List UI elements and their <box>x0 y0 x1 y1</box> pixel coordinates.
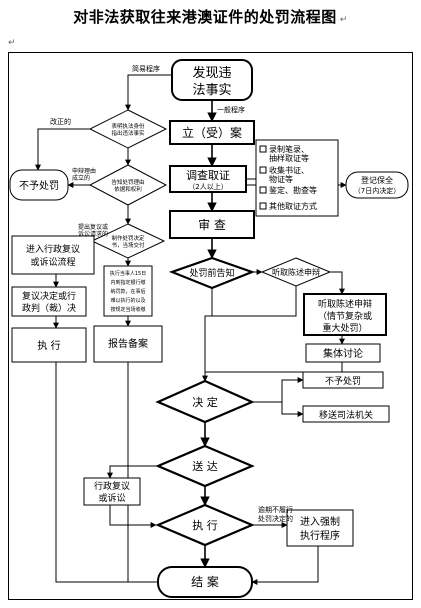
node-group-discussion-line: 集体讨论 <box>323 347 363 360</box>
evidence-method-label: 录制笔录、 <box>269 144 309 154</box>
label-raise-review: 提出复议或 <box>78 223 108 231</box>
node-decide: 决 定 <box>155 379 255 424</box>
node-on-site-pay-line: 执行当事人15日 <box>110 270 146 277</box>
node-register-line: 立（受）案 <box>182 125 242 140</box>
node-tell-rights-line: 告知处罚理由 <box>111 178 144 186</box>
label-defense-valid: 成立的 <box>72 174 90 182</box>
edge-labels: 简易程序 一般程序 改正的 申辩理由 成立的 提出复议或 诉讼请求的 逾期不履行… <box>50 64 293 523</box>
node-investigate-line: 调查取证 <box>186 168 230 182</box>
paragraph-mark: ↵ <box>8 38 16 48</box>
node-register: 立（受）案 <box>169 120 255 145</box>
label-corrected: 改正的 <box>50 117 71 126</box>
node-discover-line: 法事实 <box>192 83 231 98</box>
evidence-method-label: 收集书证、 <box>269 165 309 175</box>
evidence-method-label: 抽样取证等 <box>269 153 309 163</box>
registration-note-line: 登记保全 <box>361 175 393 185</box>
node-review-result-line: 复议决定或行 <box>22 290 76 302</box>
node-admin-review-bottom-line: 或诉讼 <box>98 492 125 504</box>
node-investigate: 调查取证 （2人以上） <box>169 165 247 193</box>
node-pre-notice-line: 处罚前告知 <box>189 267 234 279</box>
node-hearing-line: 重大处罚） <box>322 322 367 334</box>
node-pre-notice: 处罚前告知 <box>168 256 256 290</box>
node-discover-line: 发现违 <box>192 65 231 81</box>
node-no-penalty-right: 不予处罚 <box>302 371 384 389</box>
evidence-method-label: 物证等 <box>269 174 293 184</box>
node-no-penalty-right-line: 不予处罚 <box>325 375 361 387</box>
node-on-site-pay-line: 难以执行的以及 <box>110 297 145 304</box>
node-end: 结 案 <box>157 566 253 598</box>
label-overdue: 逾期不履行 <box>258 505 293 514</box>
node-execute-bottom: 执 行 <box>155 503 255 547</box>
node-review-line: 审 查 <box>198 217 226 232</box>
node-serve-line: 送 达 <box>192 459 218 473</box>
node-hear-statement-line: 听取陈述申辩 <box>272 267 320 277</box>
node-make-decision: 制作处罚决定 书，当场交付 <box>90 223 166 259</box>
node-admin-review-bottom: 行政复议 或诉讼 <box>83 477 141 506</box>
node-enter-review-line: 进入行政复议 <box>26 243 80 255</box>
node-investigate-line: （2人以上） <box>188 182 227 191</box>
node-forced-execution-line: 执行程序 <box>300 529 340 542</box>
node-hearing-line: （情节复杂或 <box>318 310 372 322</box>
node-enter-review-line: 或诉讼流程 <box>30 256 75 268</box>
node-review-result-line: 政判（裁）决 <box>22 302 76 314</box>
registration-note-line: （7日内决定） <box>354 186 400 195</box>
node-hear-statement: 听取陈述申辩 <box>260 257 332 287</box>
node-review: 审 查 <box>169 210 255 239</box>
label-raise-review: 诉讼请求的 <box>78 230 108 238</box>
node-end-line: 结 案 <box>191 574 219 589</box>
registration-note: 登记保全 （7日内决定） <box>345 171 409 199</box>
node-execute-left-line: 执 行 <box>37 339 60 352</box>
flowchart-frame <box>8 52 413 600</box>
node-execute-bottom-line: 执 行 <box>192 518 218 532</box>
node-tell-rights-line: 依据和权利 <box>114 185 142 193</box>
evidence-method-label: 其他取证方式 <box>269 201 317 211</box>
evidence-method-label: 鉴定、勘查等 <box>269 185 317 195</box>
node-hearing: 听取陈述申辩 （情节复杂或 重大处罚） <box>303 293 387 336</box>
label-general-procedure: 一般程序 <box>217 105 245 114</box>
node-tell-rights: 告知处罚理由 依据和权利 <box>88 164 168 206</box>
node-no-penalty-left: 不予处罚 <box>9 169 69 201</box>
node-enter-review: 进入行政复议 或诉讼流程 <box>11 235 95 275</box>
node-transfer-judicial: 移送司法机关 <box>302 405 390 423</box>
label-defense-valid: 申辩理由 <box>72 167 96 175</box>
node-transfer-judicial-line: 移送司法机关 <box>319 409 373 421</box>
node-hearing-line: 听取陈述申辩 <box>318 298 372 310</box>
node-decide-line: 决 定 <box>192 395 218 409</box>
node-make-decision-line: 书，当场交付 <box>111 241 145 249</box>
node-group-discussion: 集体讨论 <box>305 343 381 363</box>
page-title: 对非法获取往来港澳证件的处罚流程图↵ <box>73 8 348 26</box>
evidence-method-group: 录制笔录、 抽样取证等 收集书证、 物证等 鉴定、勘查等 其他取证方式 <box>255 139 339 217</box>
node-review-result: 复议决定或行 政判（裁）决 <box>11 286 87 317</box>
node-report-file: 报告备案 <box>93 325 163 363</box>
node-show-id-line: 指出违法事实 <box>111 129 145 137</box>
node-admin-review-bottom-line: 行政复议 <box>94 480 130 492</box>
node-discover: 发现违 法事实 <box>171 59 253 101</box>
node-on-site-pay: 执行当事人15日 内到指定银行缴 纳罚款，在事后 难以执行的以及 按规定当场收缴 <box>103 265 153 317</box>
node-show-id-line: 表明执法身份 <box>111 122 145 130</box>
node-report-file-line: 报告备案 <box>108 337 148 350</box>
node-on-site-pay-line: 纳罚款，在事后 <box>110 288 145 295</box>
node-make-decision-line: 制作处罚决定 <box>111 234 145 242</box>
label-simple-procedure: 简易程序 <box>132 64 160 73</box>
node-on-site-pay-line: 按规定当场收缴 <box>110 306 145 313</box>
node-show-id: 表明执法身份 指出违法事实 <box>88 109 168 149</box>
node-serve: 送 达 <box>155 444 255 488</box>
node-on-site-pay-line: 内到指定银行缴 <box>110 279 145 286</box>
label-overdue: 处罚决定的 <box>258 514 293 523</box>
node-execute-left: 执 行 <box>11 327 87 363</box>
node-forced-execution-line: 进入强制 <box>300 515 340 528</box>
node-no-penalty-left-line: 不予处罚 <box>19 180 59 192</box>
node-forced-execution: 进入强制 执行程序 <box>286 509 354 547</box>
